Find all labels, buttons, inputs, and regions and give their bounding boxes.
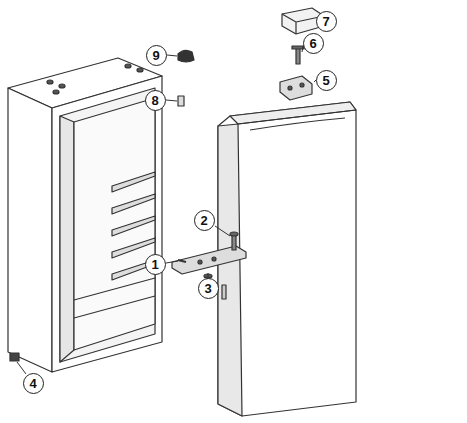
hinge-hole bbox=[300, 83, 304, 87]
leader-line bbox=[166, 261, 178, 263]
callout-circle: 6 bbox=[303, 33, 324, 54]
top-hole bbox=[59, 84, 65, 88]
upper-hinge bbox=[280, 76, 312, 100]
callout-number: 5 bbox=[322, 74, 329, 87]
callout-circle: 9 bbox=[146, 45, 167, 66]
callout-number: 3 bbox=[204, 282, 211, 295]
door-side bbox=[218, 124, 242, 416]
hole-plug bbox=[178, 50, 194, 62]
leader-line bbox=[167, 55, 177, 56]
top-hole bbox=[47, 80, 53, 84]
callout-circle: 7 bbox=[316, 11, 337, 32]
callout-circle: 2 bbox=[194, 210, 215, 231]
cabinet-front bbox=[52, 76, 162, 372]
callout-number: 2 bbox=[200, 214, 207, 227]
cabinet-back-wall bbox=[74, 98, 155, 350]
callout-number: 4 bbox=[29, 377, 36, 390]
door-latch bbox=[222, 285, 226, 299]
hinge-hole bbox=[198, 260, 202, 264]
shelf bbox=[112, 172, 155, 192]
cabinet-side bbox=[8, 88, 52, 372]
crisper-line bbox=[74, 278, 155, 300]
hinge-screw bbox=[178, 260, 186, 262]
cabinet-opening bbox=[60, 88, 155, 362]
callout-circle: 4 bbox=[23, 373, 44, 394]
callout-circle: 1 bbox=[145, 254, 166, 275]
leveling-foot bbox=[10, 353, 19, 361]
callout-number: 6 bbox=[309, 37, 316, 50]
shelf bbox=[112, 194, 155, 214]
top-hole bbox=[137, 68, 143, 72]
leader-line bbox=[215, 226, 230, 236]
callout-circle: 5 bbox=[316, 70, 337, 91]
top-hole bbox=[53, 90, 59, 94]
callout-number: 8 bbox=[151, 94, 158, 107]
shelf bbox=[112, 216, 155, 236]
callout-number: 9 bbox=[152, 49, 159, 62]
door-top-edge bbox=[230, 102, 356, 124]
leader-line bbox=[166, 100, 177, 101]
cabinet-inner-wall bbox=[60, 116, 74, 362]
pin-head bbox=[230, 232, 238, 236]
hinge-hole bbox=[212, 257, 216, 261]
callout-number: 1 bbox=[151, 258, 158, 271]
door-stop bbox=[178, 96, 184, 106]
callout-circle: 8 bbox=[145, 90, 166, 111]
door-handle bbox=[250, 118, 345, 130]
crisper-line bbox=[74, 296, 155, 318]
callout-number: 7 bbox=[322, 15, 329, 28]
door-edge bbox=[238, 110, 356, 124]
hinge-screw bbox=[296, 48, 300, 64]
top-hole bbox=[125, 64, 131, 68]
hinge-hole bbox=[288, 86, 292, 90]
leader-line bbox=[17, 362, 26, 374]
callout-circle: 3 bbox=[198, 278, 219, 299]
